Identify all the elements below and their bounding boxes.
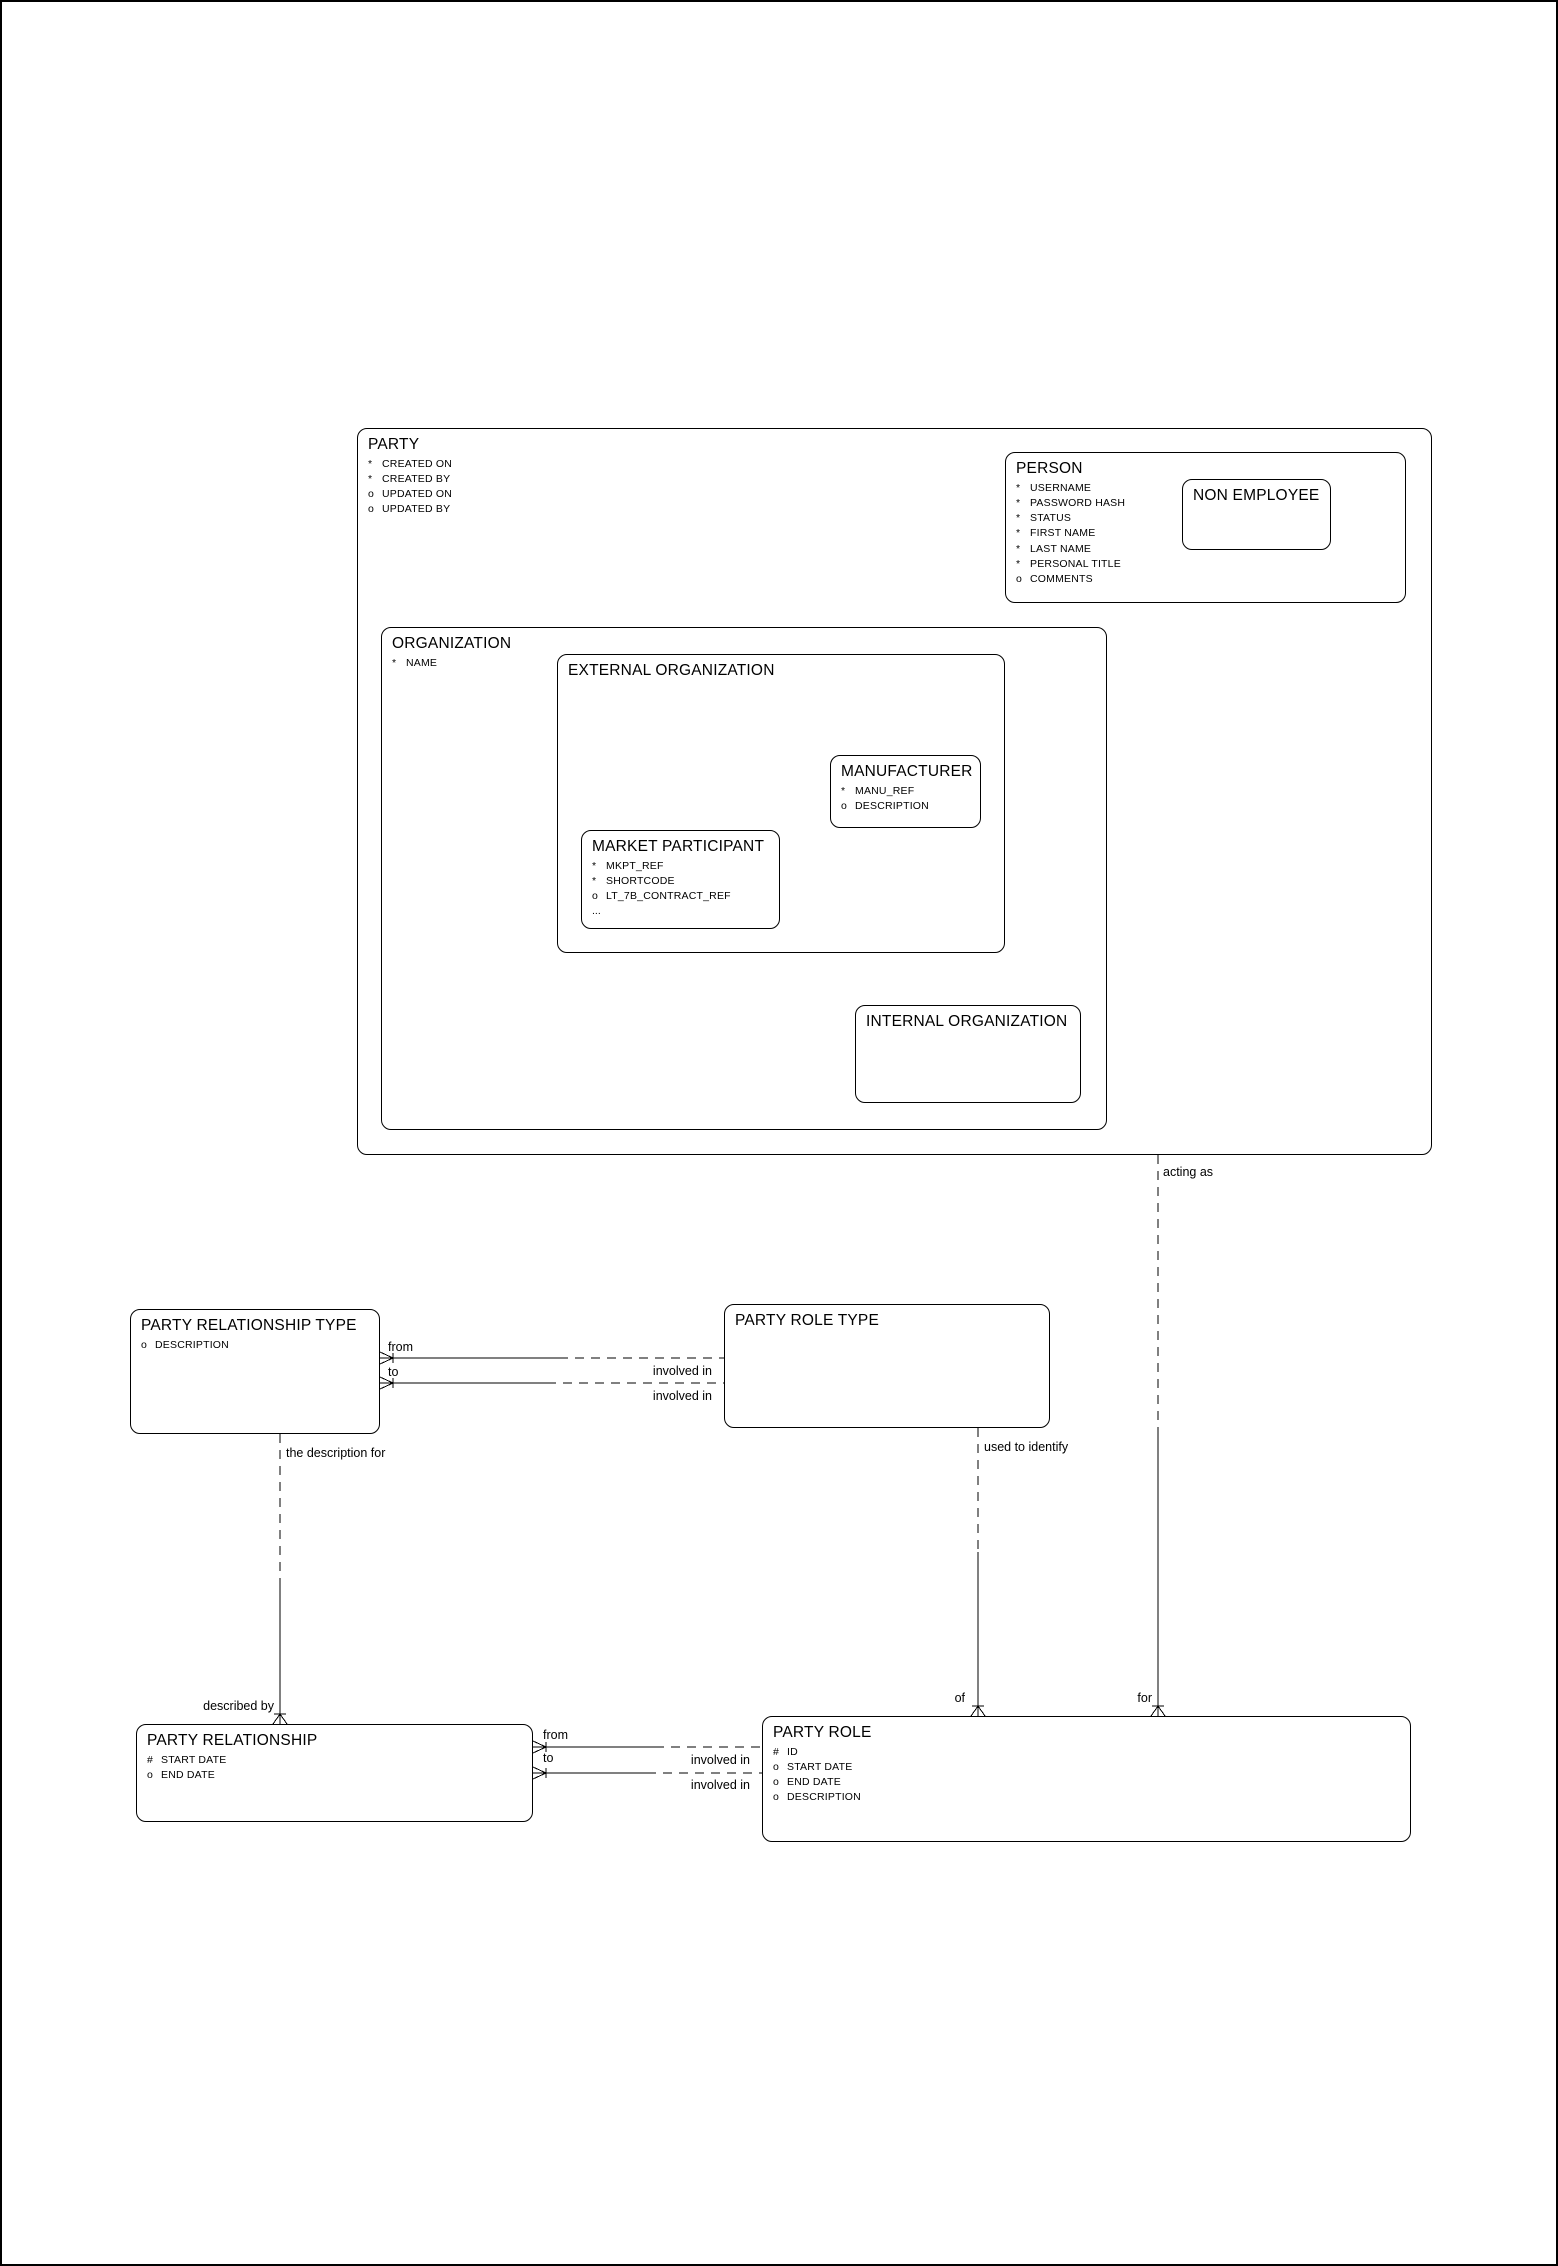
rel-label-used-to-identify: used to identify: [984, 1440, 1069, 1454]
entity-title: PARTY ROLE: [773, 1724, 872, 1741]
attribute-row: *LAST NAME: [1016, 542, 1092, 555]
entity-non-employee[interactable]: NON EMPLOYEE: [1182, 479, 1331, 550]
rel-label-for: for: [1137, 1691, 1152, 1705]
entity-title: ORGANIZATION: [392, 635, 512, 652]
entity-title: MARKET PARTICIPANT: [592, 838, 765, 855]
rel-label-prel-involved-in-1: involved in: [690, 1753, 750, 1767]
entity-organization[interactable]: ORGANIZATION *NAME: [381, 627, 1107, 1130]
attribute-row: ...: [592, 905, 601, 918]
connector-solid-segments: [272, 1351, 1166, 1780]
entity-title: EXTERNAL ORGANIZATION: [568, 662, 775, 679]
rel-label-prt-to: to: [388, 1365, 399, 1379]
attribute-row: *MANU_REF: [841, 784, 915, 797]
rel-label-prt-involved-in-1: involved in: [652, 1364, 712, 1378]
attribute-row: *USERNAME: [1016, 481, 1092, 494]
entity-title: PARTY ROLE TYPE: [735, 1312, 879, 1329]
rel-label-described-by: described by: [203, 1699, 274, 1713]
entity-title: NON EMPLOYEE: [1193, 487, 1320, 504]
attribute-row: *FIRST NAME: [1016, 527, 1096, 540]
attribute-row: *CREATED BY: [368, 472, 451, 485]
rel-label-of: of: [954, 1691, 965, 1705]
rel-label-prt-from: from: [388, 1340, 413, 1354]
attribute-row: *PASSWORD HASH: [1016, 496, 1126, 509]
entity-internal-organization[interactable]: INTERNAL ORGANIZATION: [855, 1005, 1081, 1103]
rel-label-prel-from: from: [543, 1728, 568, 1742]
rel-label-prel-to: to: [543, 1751, 554, 1765]
attribute-row: *NAME: [392, 656, 438, 669]
attribute-row: *SHORTCODE: [592, 874, 675, 887]
entity-party-role-type[interactable]: PARTY ROLE TYPE: [724, 1304, 1050, 1428]
attribute-row: *MKPT_REF: [592, 859, 664, 872]
attribute-row: *PERSONAL TITLE: [1016, 558, 1121, 571]
entity-title: PERSON: [1016, 460, 1083, 477]
attribute-list: *USERNAME *PASSWORD HASH *STATUS *FIRST NAM…: [1016, 481, 1395, 588]
rel-label-acting-as: acting as: [1163, 1165, 1214, 1179]
attribute-row: *CREATED ON: [368, 457, 453, 470]
rel-label-prt-involved-in-2: involved in: [652, 1389, 712, 1403]
entity-title: INTERNAL ORGANIZATION: [866, 1013, 1068, 1030]
attribute-row: *STATUS: [1016, 512, 1072, 525]
entity-title: PARTY RELATIONSHIP TYPE: [141, 1317, 357, 1334]
rel-label-the-description-for: the description for: [286, 1446, 386, 1460]
attribute-row: #START DATE: [147, 1753, 227, 1766]
rel-label-prel-involved-in-2: involved in: [690, 1778, 750, 1792]
entity-title: PARTY: [368, 436, 420, 453]
entity-person[interactable]: PERSON *USERNAME *PASSWORD HASH *STATUS *FI…: [1005, 452, 1406, 603]
connector-dashed-segments: [279, 1155, 1159, 1774]
entity-external-organization[interactable]: EXTERNAL ORGANIZATION: [557, 654, 1005, 953]
entity-title: MANUFACTURER: [841, 763, 973, 780]
entity-title: PARTY RELATIONSHIP: [147, 1732, 318, 1749]
attribute-list: *NAME: [392, 656, 1096, 671]
attribute-row: #ID: [773, 1745, 798, 1758]
